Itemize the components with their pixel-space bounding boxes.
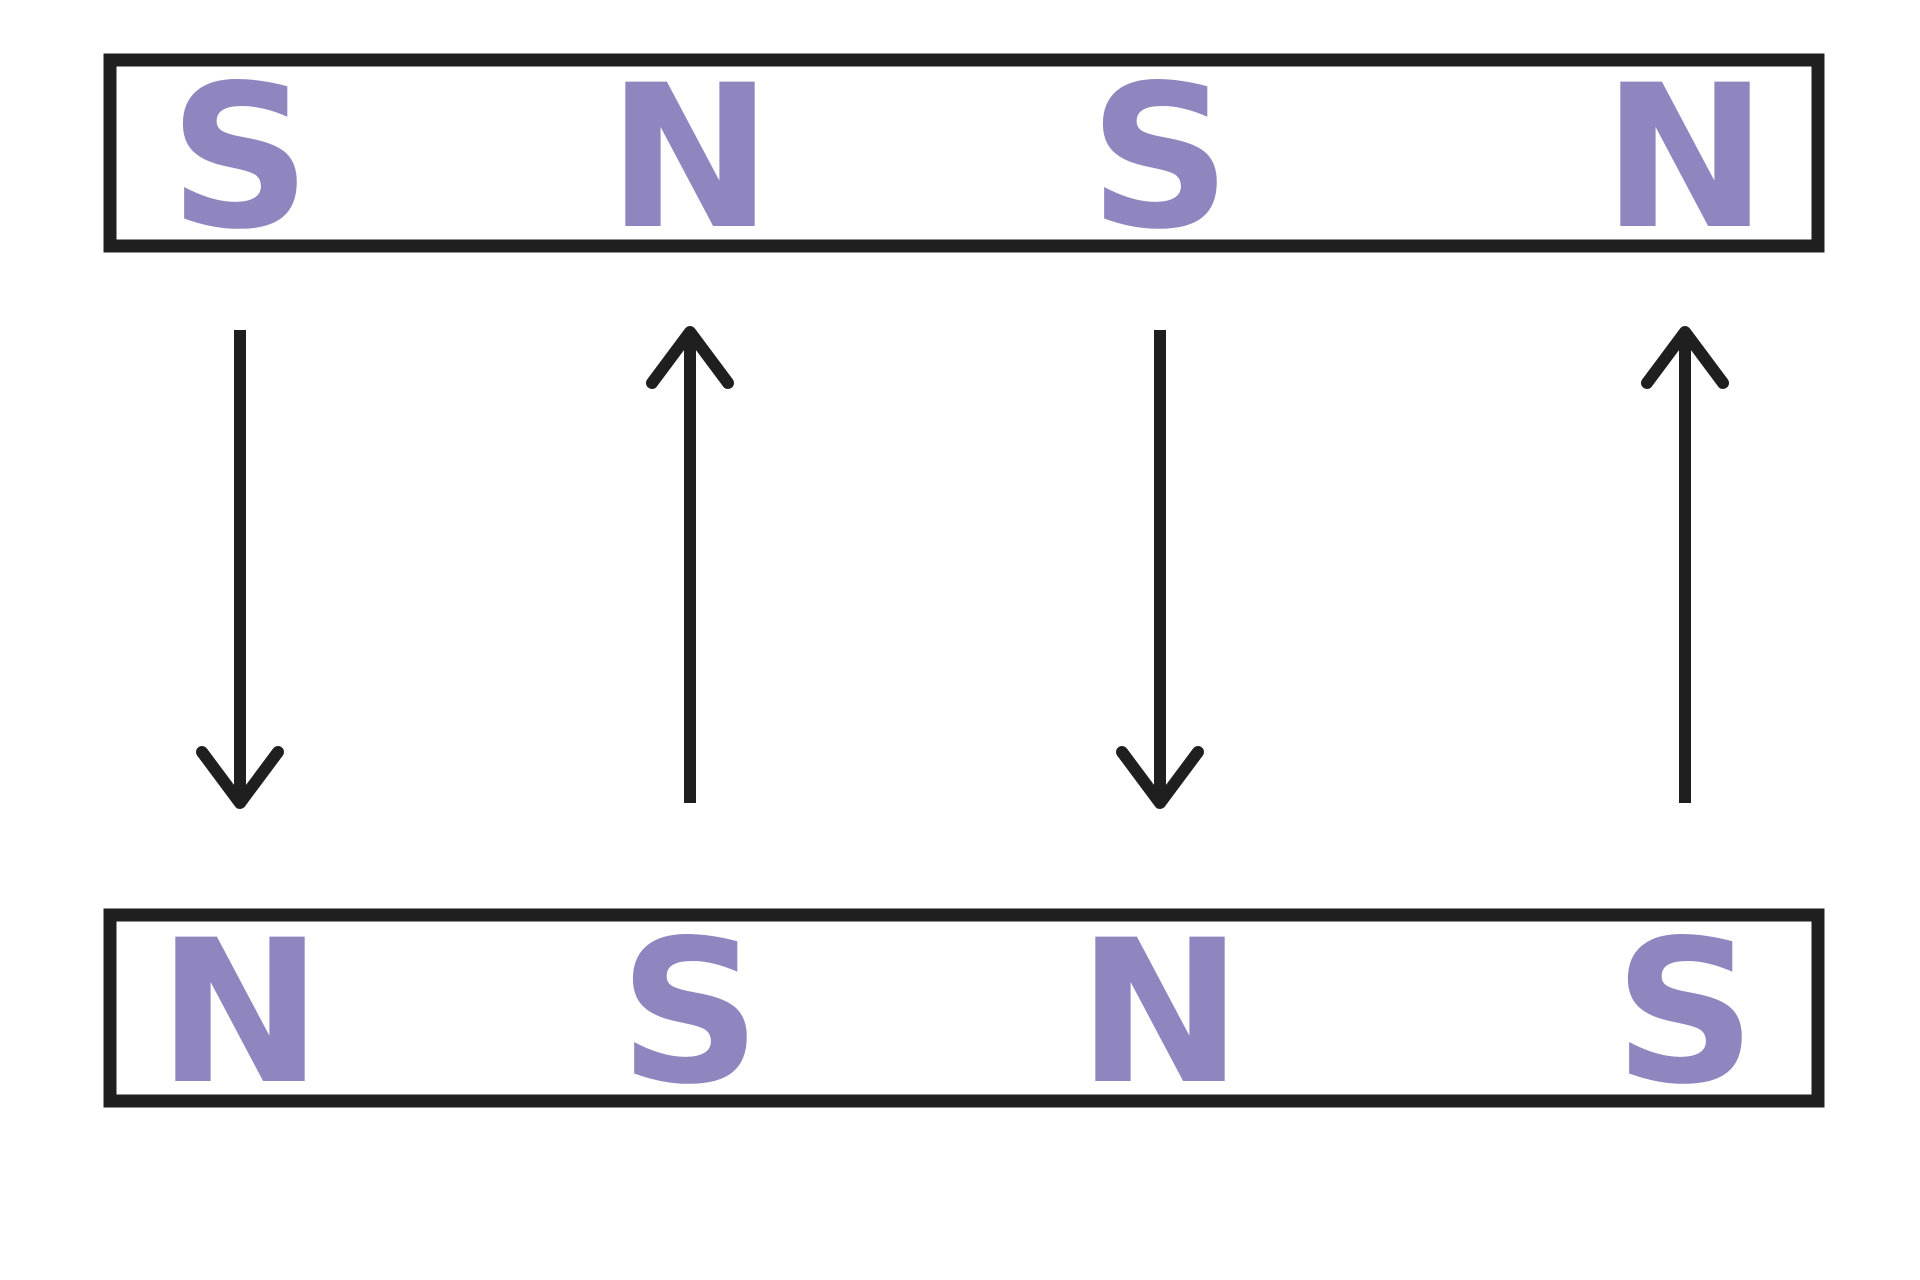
arrow-2 xyxy=(646,326,734,803)
bottom-magnet: N S N S xyxy=(103,897,1825,1128)
top-pole-1: S xyxy=(169,42,312,273)
top-magnet-frame xyxy=(103,53,1825,253)
bottom-pole-1: N xyxy=(157,897,323,1128)
field-arrows xyxy=(196,326,1729,809)
top-pole-4: N xyxy=(1602,42,1768,273)
arrow-2-head xyxy=(646,326,734,389)
bottom-pole-2: S xyxy=(619,897,762,1128)
top-pole-3: S xyxy=(1089,42,1232,273)
arrow-1 xyxy=(196,330,284,809)
arrow-1-head xyxy=(196,746,284,809)
arrow-3 xyxy=(1116,330,1204,809)
arrow-4 xyxy=(1641,326,1729,803)
top-magnet: S N S N xyxy=(103,42,1825,273)
arrow-3-head xyxy=(1116,746,1204,809)
bottom-pole-4: S xyxy=(1614,897,1757,1128)
bottom-pole-3: N xyxy=(1077,897,1243,1128)
top-pole-2: N xyxy=(607,42,773,273)
bottom-magnet-frame xyxy=(103,908,1825,1108)
arrow-4-head xyxy=(1641,326,1729,389)
